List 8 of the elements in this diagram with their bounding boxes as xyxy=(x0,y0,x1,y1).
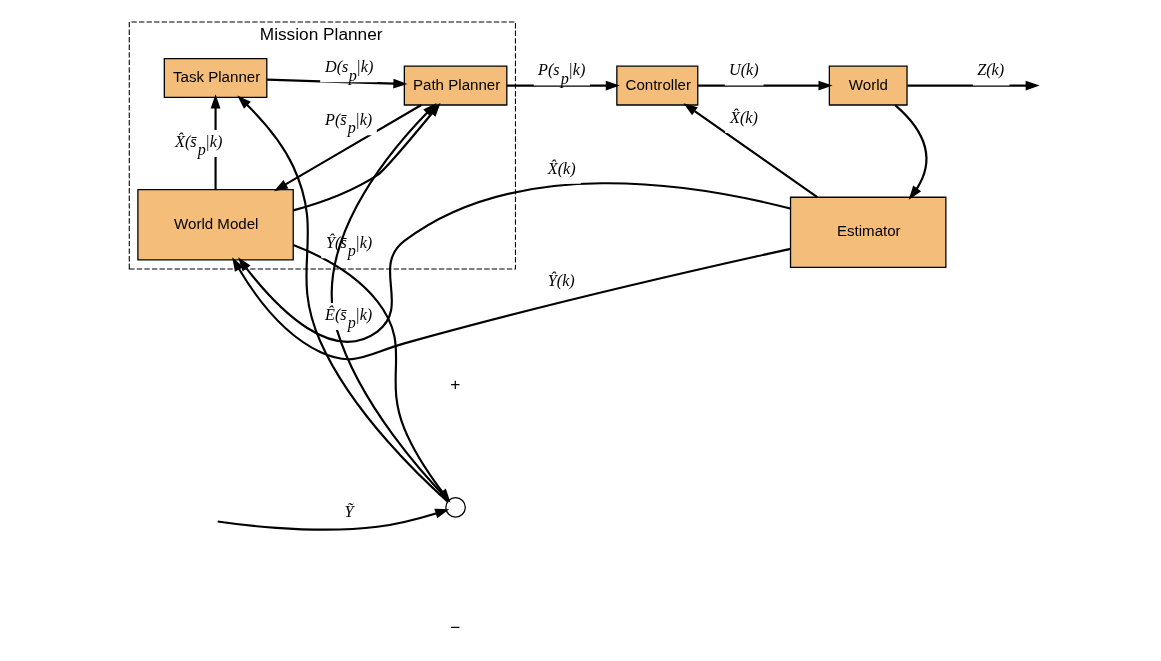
edge-label: Ŷ(k) xyxy=(547,271,575,289)
edge-label: X̂(k) xyxy=(730,108,758,126)
edge-label: X̂(k) xyxy=(547,159,576,177)
edge-label: Z(k) xyxy=(977,60,1005,78)
edge-label: Ỹ xyxy=(344,502,354,520)
label: + xyxy=(450,373,461,394)
edge-label: U(k) xyxy=(729,60,759,78)
label: − xyxy=(450,616,461,637)
